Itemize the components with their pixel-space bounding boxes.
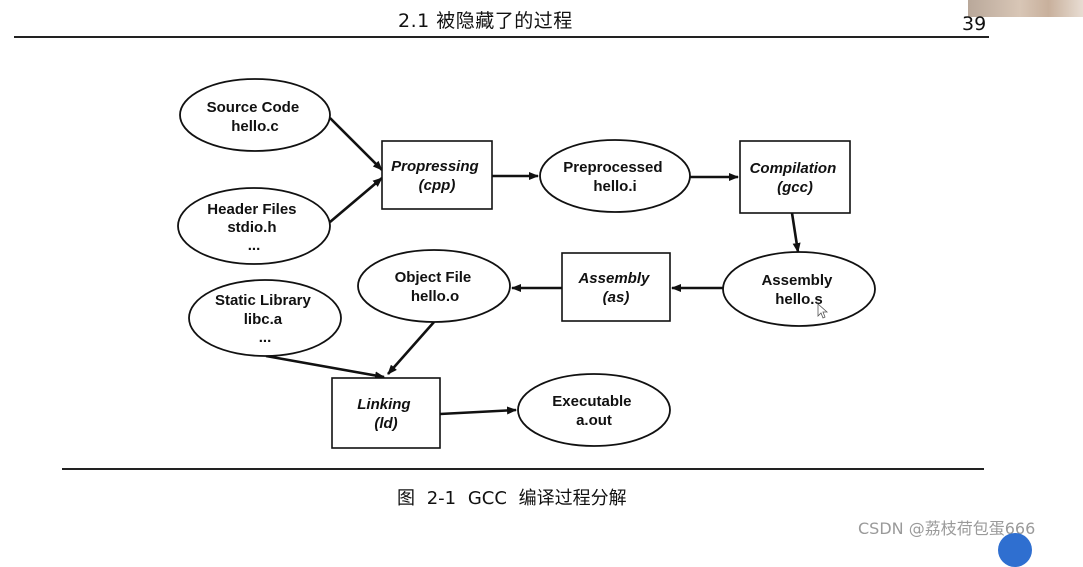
node-sublabel: libc.a: [244, 311, 283, 328]
edge-header-to-propressing: [329, 177, 383, 223]
footer-rule: [62, 468, 984, 470]
gcc-process-diagram: Source Code hello.c Header Files stdio.h…: [177, 78, 876, 449]
edge-linking-to-executable: [439, 406, 517, 416]
node-box: [561, 252, 671, 322]
svg-text:Propressing (cpp): Propressing (cpp): [391, 158, 483, 194]
header-rule: [14, 36, 989, 38]
node-sublabel: stdio.h: [227, 219, 276, 236]
webcam-thumbnail: [968, 0, 1083, 17]
node-box: [331, 377, 441, 449]
page-number: 39: [962, 13, 987, 35]
floating-badge-icon[interactable]: [998, 533, 1032, 567]
svg-text:Static Library libc.a: Static Library libc.a ...: [215, 292, 315, 346]
node-assembly-file: Assembly hello.s: [722, 251, 876, 327]
node-label: Source Code: [207, 99, 300, 116]
node-label: Propressing: [391, 158, 479, 175]
page-header-title: 2.1 被隐藏了的过程: [398, 10, 573, 32]
mouse-cursor-icon: [817, 303, 829, 319]
node-label: Compilation: [750, 160, 837, 177]
node-linking: Linking (ld): [331, 377, 441, 449]
node-assembly-step: Assembly (as): [561, 252, 671, 322]
node-static-library: Static Library libc.a ...: [188, 279, 342, 357]
node-preprocessed: Preprocessed hello.i: [539, 139, 691, 213]
watermark: CSDN @荔枝荷包蛋666: [858, 519, 1036, 538]
edges: [265, 117, 801, 416]
node-sublabel: (gcc): [777, 179, 813, 196]
node-label: Header Files: [207, 201, 296, 218]
node-sublabel: (cpp): [419, 177, 456, 194]
node-label: Assembly: [577, 270, 650, 287]
svg-text:Header Files stdio.h: Header Files stdio.h ...: [207, 201, 300, 254]
node-label: Executable: [552, 393, 631, 410]
node-sublabel: hello.o: [411, 288, 459, 305]
node-ellipsis: ...: [248, 237, 261, 254]
node-sublabel: (as): [603, 289, 630, 306]
node-sublabel: hello.c: [231, 118, 279, 135]
node-compilation: Compilation (gcc): [739, 140, 851, 214]
node-label: Static Library: [215, 292, 312, 309]
node-source-code: Source Code hello.c: [179, 78, 331, 152]
node-propressing: Propressing (cpp): [381, 140, 493, 210]
node-box: [739, 140, 851, 214]
edge-source-to-propressing: [329, 117, 383, 171]
node-box: [381, 140, 493, 210]
node-label: Linking: [357, 396, 410, 413]
svg-text:Assembly hello.s: Assembly hello.s: [761, 272, 836, 308]
node-ellipse: [179, 78, 331, 152]
node-sublabel: (ld): [374, 415, 397, 432]
svg-text:Compilation (gcc): Compilation (gcc): [750, 160, 841, 196]
svg-text:Assembly (as): Assembly (as): [577, 270, 653, 306]
node-ellipse: [177, 187, 331, 265]
svg-text:Source Code hello.c: Source Code hello.c: [207, 99, 304, 135]
svg-text:Executable a.out: Executable a.out: [552, 393, 635, 429]
node-executable: Executable a.out: [517, 373, 671, 447]
node-sublabel: hello.i: [593, 178, 636, 195]
figure-caption: 图 2-1 GCC 编译过程分解: [397, 488, 627, 509]
node-label: Preprocessed: [563, 159, 662, 176]
edge-compilation-to-assembly-file: [790, 212, 801, 253]
node-ellipsis: ...: [259, 329, 272, 346]
node-ellipse: [188, 279, 342, 357]
node-ellipse: [357, 249, 511, 323]
node-ellipse: [539, 139, 691, 213]
node-header-files: Header Files stdio.h ...: [177, 187, 331, 265]
node-sublabel: a.out: [576, 412, 612, 429]
node-sublabel: hello.s: [775, 291, 823, 308]
edge-static-library-to-linking: [265, 354, 385, 380]
svg-text:Object File hello.o: Object File hello.o: [395, 269, 476, 305]
svg-text:Preprocessed hello.i: Preprocessed hello.i: [563, 159, 666, 195]
node-object-file: Object File hello.o: [357, 249, 511, 323]
node-label: Assembly: [761, 272, 833, 289]
svg-text:Linking (ld): Linking (ld): [357, 396, 415, 432]
node-label: Object File: [395, 269, 472, 286]
node-ellipse: [517, 373, 671, 447]
edge-object-file-to-linking: [387, 321, 435, 375]
node-ellipse: [722, 251, 876, 327]
